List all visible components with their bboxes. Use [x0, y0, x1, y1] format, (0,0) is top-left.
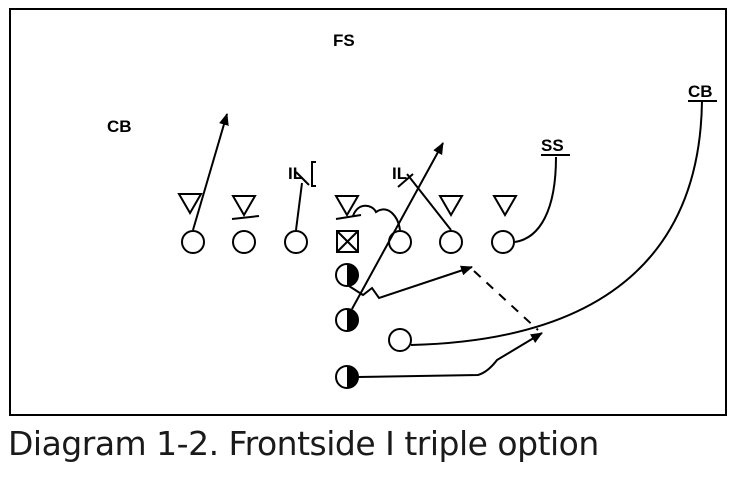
fullback — [335, 308, 359, 332]
block-mark — [397, 173, 414, 188]
quarterback — [335, 263, 359, 287]
block-mark — [295, 171, 310, 186]
strong-safety-route — [514, 156, 557, 243]
field-border — [9, 8, 727, 416]
defender-triangle — [438, 195, 464, 217]
right-inside-linebacker-label: IL — [392, 164, 407, 183]
free-safety-label: FS — [333, 31, 355, 50]
quarterback-option-route — [348, 265, 473, 300]
play-diagram: FS CB CB SS IL IL — [9, 8, 727, 416]
tailback-pitch-route — [357, 332, 543, 378]
fullback-dive-route — [351, 142, 444, 310]
defender-triangle — [492, 195, 518, 217]
guard-block-line — [295, 182, 303, 231]
left-cornerback-label: CB — [107, 117, 132, 136]
block-mark — [231, 215, 260, 220]
right-cornerback-label: CB — [688, 82, 713, 101]
offensive-lineman — [232, 230, 256, 254]
diagram-caption: Diagram 1-2. Frontside I triple option — [8, 424, 599, 463]
block-bracket — [311, 161, 316, 187]
defender-triangle — [177, 193, 203, 215]
defender-triangle — [334, 195, 360, 217]
block-mark — [335, 214, 362, 220]
left-inside-linebacker-label: IL — [288, 164, 303, 183]
pitch-relationship-dashed — [473, 270, 539, 331]
offensive-lineman — [181, 230, 205, 254]
tackle-release-route — [192, 113, 229, 231]
tight-end — [491, 230, 515, 254]
center-box — [336, 230, 359, 253]
linebacker-scrape-line — [406, 173, 452, 231]
defender-triangle — [231, 195, 257, 217]
center-combo-block — [352, 204, 401, 231]
flanker — [388, 328, 412, 352]
strong-safety-label: SS — [541, 136, 564, 155]
cornerback-route — [410, 100, 703, 346]
tailback — [335, 365, 359, 389]
offensive-lineman — [439, 230, 463, 254]
offensive-lineman — [284, 230, 308, 254]
